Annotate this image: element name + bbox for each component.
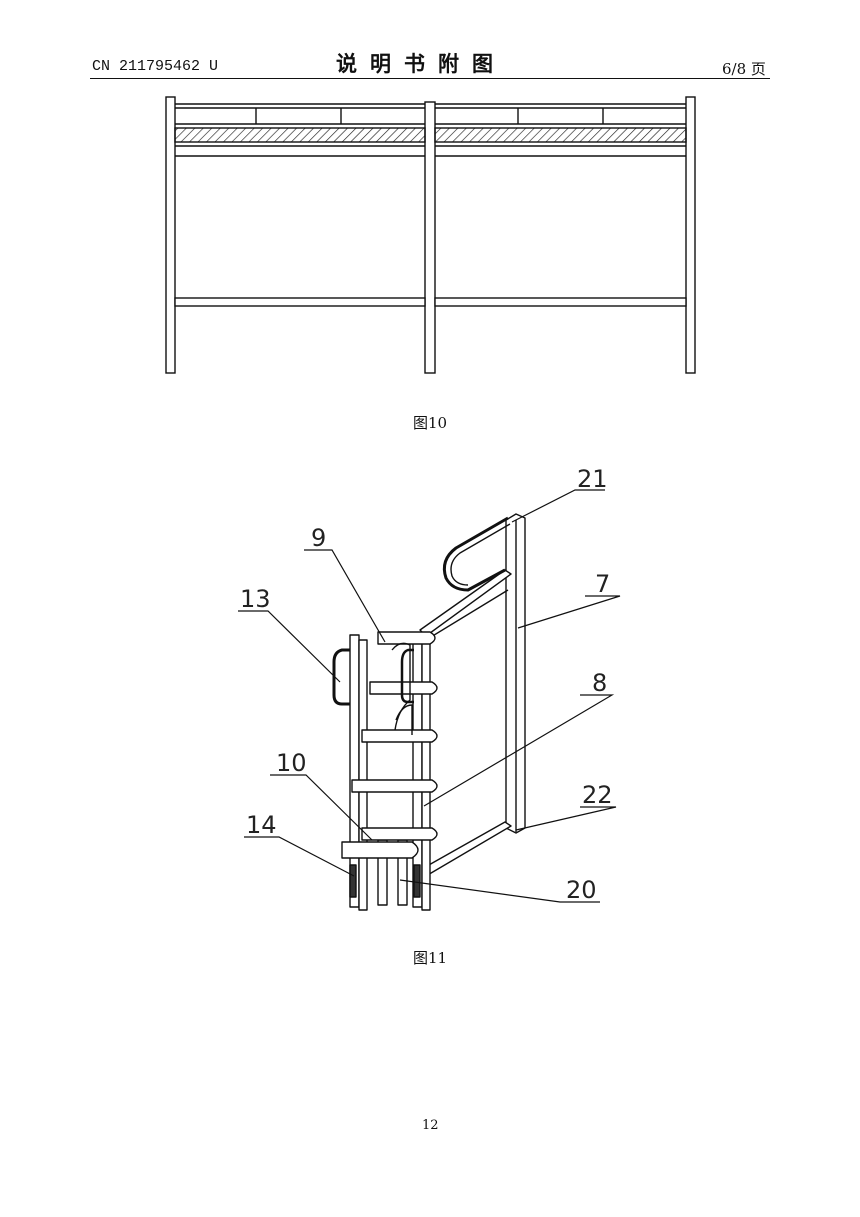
label-7: 7 xyxy=(595,570,610,598)
post-left xyxy=(165,96,176,374)
page-number: 12 xyxy=(422,1118,439,1133)
post-middle xyxy=(424,101,436,374)
figure-11-caption: 图11 xyxy=(413,949,448,967)
page-title: 说明书附图 xyxy=(336,52,506,76)
tread-10 xyxy=(341,841,419,859)
tread-top xyxy=(377,631,436,645)
label-8: 8 xyxy=(592,669,607,697)
bed-board-left xyxy=(174,127,426,143)
bed-board-right xyxy=(434,127,687,143)
label-13: 13 xyxy=(240,585,271,613)
figure-10-drawing xyxy=(165,96,696,374)
lower-rail-left xyxy=(174,297,426,307)
page-count: 6/8 页 xyxy=(722,60,766,78)
figure-10-caption: 图10 xyxy=(413,414,448,432)
post-right xyxy=(685,96,696,374)
label-9: 9 xyxy=(311,524,326,552)
label-10: 10 xyxy=(276,749,307,777)
upper-rail xyxy=(419,569,512,637)
label-20: 20 xyxy=(566,876,597,904)
handle-13 xyxy=(332,648,350,706)
label-14: 14 xyxy=(246,811,277,839)
label-22: 22 xyxy=(582,781,613,809)
document-number: CN 211795462 U xyxy=(92,58,219,75)
tread-mid xyxy=(361,729,438,743)
lower-rail-right xyxy=(434,297,687,307)
handrail-21 xyxy=(442,516,509,592)
figure-11-drawing: 21 9 13 7 8 10 22 14 20 xyxy=(238,465,621,911)
label-21: 21 xyxy=(577,465,608,493)
header-rule xyxy=(90,78,770,79)
